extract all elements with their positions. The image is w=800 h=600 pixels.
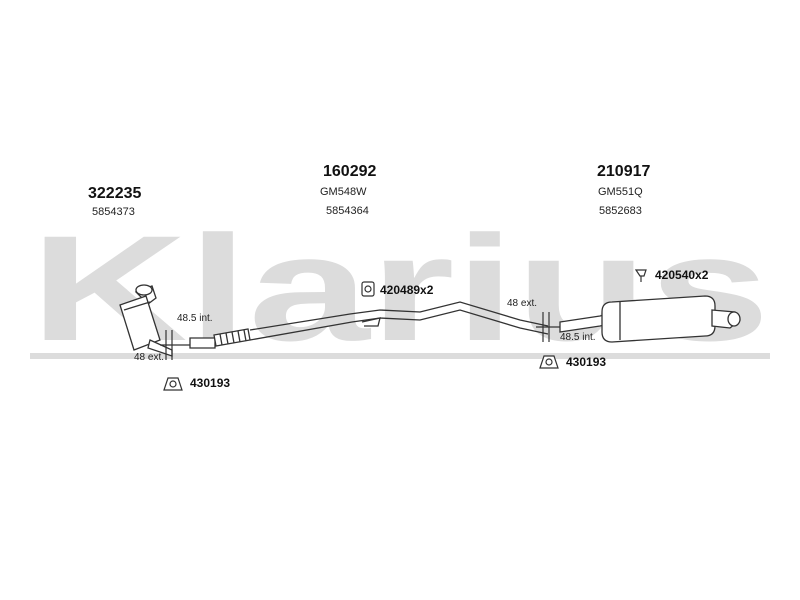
- dim-front-int: 48.5 int.: [177, 313, 213, 324]
- part-ref-322235: 5854373: [92, 206, 135, 218]
- dim-rear-int: 48.5 int.: [560, 332, 596, 343]
- part-ref-160292: 5854364: [326, 205, 369, 217]
- clamp-rear-icon: [634, 269, 647, 282]
- clamp-mid-icon: [361, 281, 375, 297]
- clamp-rear-label: 420540x2: [655, 268, 709, 282]
- hanger-rear-label: 430193: [566, 355, 607, 369]
- part-oe-160292: GM548W: [320, 186, 367, 198]
- part-oe-210917: GM551Q: [598, 186, 643, 198]
- clamp-mid-label: 420489x2: [380, 283, 434, 297]
- part-number-160292: 160292: [323, 163, 377, 180]
- middle-pipe: [189, 301, 549, 349]
- dim-rear-ext: 48 ext.: [507, 298, 538, 309]
- rear-silencer: [559, 295, 741, 343]
- watermark-underline: [30, 353, 770, 359]
- part-number-322235: 322235: [88, 185, 142, 202]
- part-number-210917: 210917: [597, 163, 651, 180]
- hanger-rear-icon: [539, 355, 559, 369]
- hanger-front-label: 430193: [190, 376, 231, 390]
- dim-front-ext: 48 ext.: [134, 352, 165, 363]
- part-ref-210917: 5852683: [599, 205, 642, 217]
- hanger-front-icon: [163, 377, 183, 391]
